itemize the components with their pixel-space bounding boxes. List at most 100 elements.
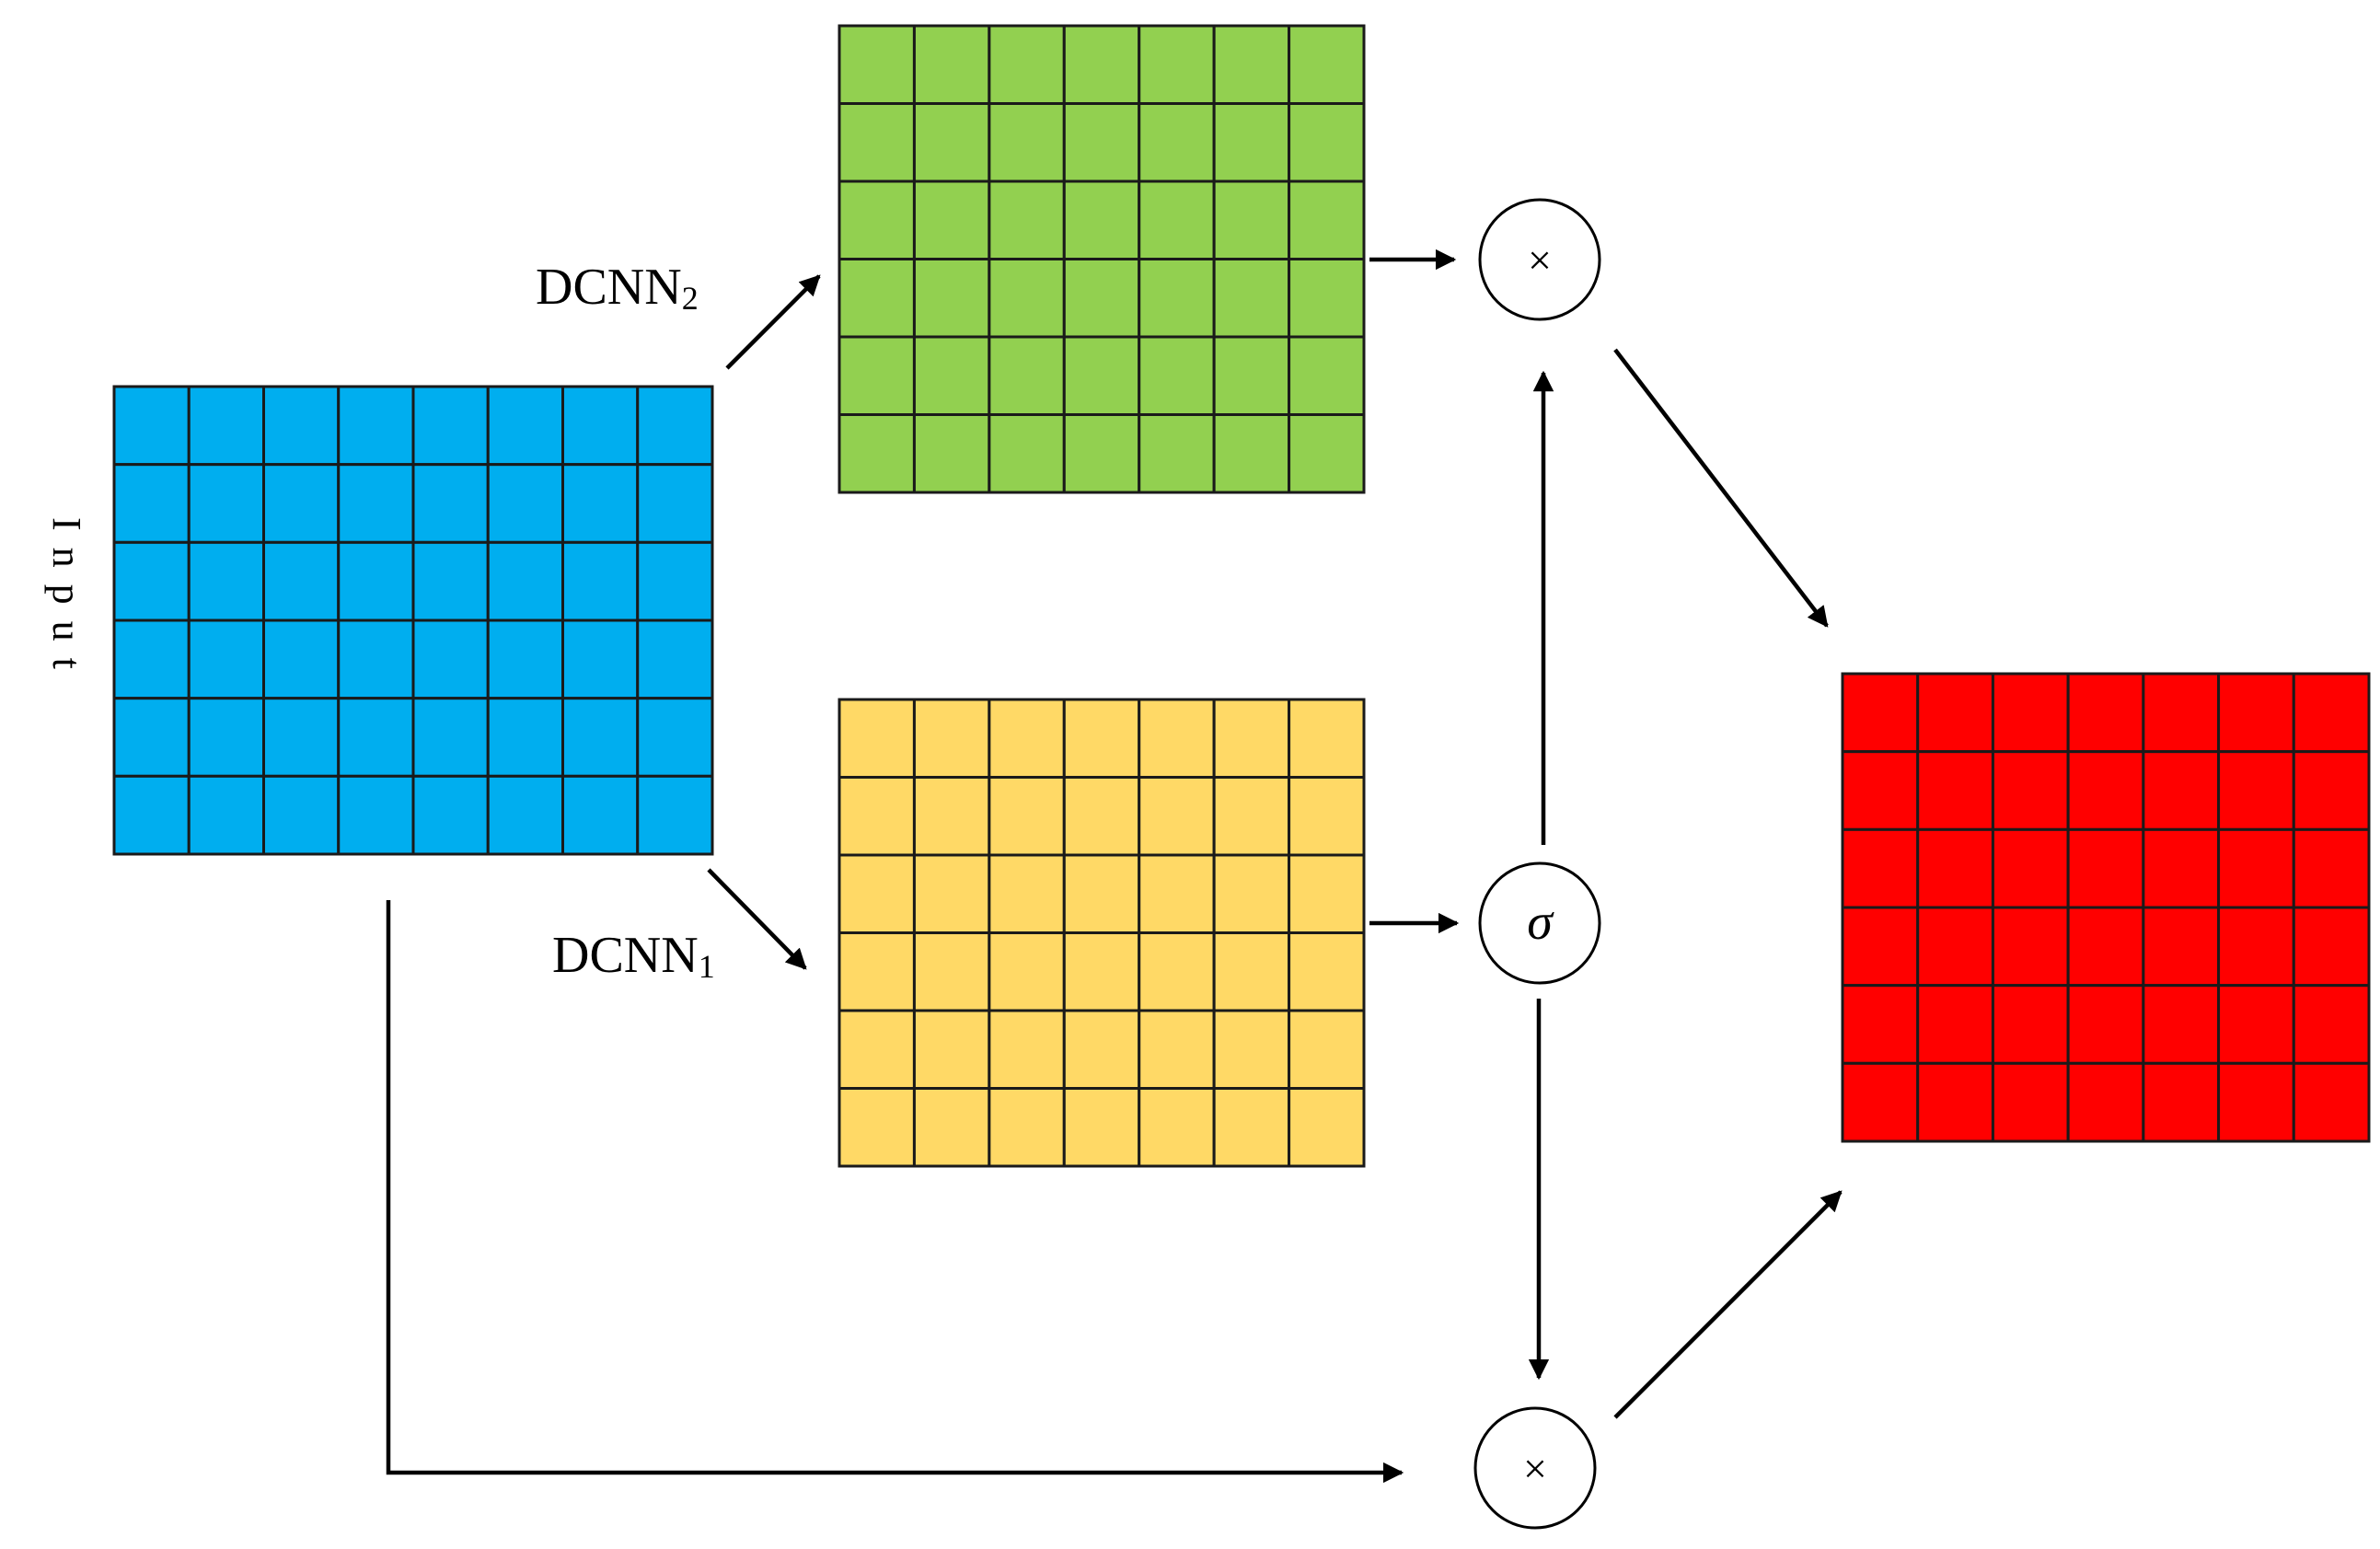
grid-cell <box>838 335 916 416</box>
grid-cell <box>1062 1087 1141 1168</box>
sigmoid-node: σ <box>1478 861 1601 985</box>
grid-cell <box>912 853 991 934</box>
arrow-input-to-dcnn2 <box>725 274 821 370</box>
grid-cell <box>1841 750 1920 831</box>
grid-cell <box>1138 24 1216 105</box>
grid-cell <box>2217 827 2295 909</box>
grid-cell <box>1288 1009 1366 1090</box>
grid-cell <box>838 102 916 183</box>
grid-cell <box>636 463 714 544</box>
grid-cell <box>2142 750 2221 831</box>
grid-cell <box>112 463 191 544</box>
grid-cell <box>1841 827 1920 909</box>
grid-cell <box>561 540 640 622</box>
grid-cell <box>2292 984 2371 1065</box>
grid-cell <box>988 698 1066 779</box>
grid-cell <box>1916 827 1994 909</box>
grid-cell <box>912 24 991 105</box>
grid-cell <box>262 697 341 778</box>
grid-cell <box>112 385 191 467</box>
grid-cell <box>912 179 991 260</box>
grid-cell <box>912 698 991 779</box>
grid-cell <box>838 258 916 339</box>
grid-cell <box>561 697 640 778</box>
grid-cell <box>337 385 415 467</box>
grid-cell <box>1916 984 1994 1065</box>
grid-cell <box>561 618 640 700</box>
input-feature-map <box>112 385 714 856</box>
grid-cell <box>187 774 265 856</box>
grid-cell <box>112 774 191 856</box>
grid-cell <box>262 540 341 622</box>
grid-cell <box>411 697 490 778</box>
grid-cell <box>1212 258 1291 339</box>
grid-cell <box>2066 672 2145 754</box>
grid-cell <box>1288 698 1366 779</box>
grid-cell <box>1062 776 1141 857</box>
grid-cell <box>2292 906 2371 988</box>
grid-cell <box>636 385 714 467</box>
grid-cell <box>1991 827 2070 909</box>
grid-cell <box>1138 776 1216 857</box>
grid-cell <box>2217 984 2295 1065</box>
grid-cell <box>411 463 490 544</box>
grid-cell <box>2292 750 2371 831</box>
grid-cell <box>1841 1061 1920 1143</box>
grid-cell <box>262 618 341 700</box>
grid-cell <box>1062 698 1141 779</box>
grid-cell <box>2142 984 2221 1065</box>
grid-cell <box>262 774 341 856</box>
grid-cell <box>838 1087 916 1168</box>
grid-cell <box>1062 102 1141 183</box>
grid-cell <box>1062 24 1141 105</box>
grid-cell <box>2142 827 2221 909</box>
grid-cell <box>1916 672 1994 754</box>
grid-cell <box>1138 1009 1216 1090</box>
grid-cell <box>262 385 341 467</box>
grid-cell <box>636 540 714 622</box>
grid-cell <box>2066 827 2145 909</box>
grid-cell <box>1288 413 1366 494</box>
grid-cell <box>187 463 265 544</box>
multiply-symbol-top: × <box>1528 237 1552 283</box>
grid-cell <box>838 1009 916 1090</box>
grid-cell <box>1138 258 1216 339</box>
grid-cell <box>187 618 265 700</box>
grid-cell <box>988 413 1066 494</box>
grid-cell <box>2066 1061 2145 1143</box>
grid-cell <box>561 385 640 467</box>
grid-cell <box>636 774 714 856</box>
grid-cell <box>838 413 916 494</box>
grid-cell <box>486 540 564 622</box>
grid-cell <box>1991 750 2070 831</box>
grid-cell <box>1138 102 1216 183</box>
grid-cell <box>838 776 916 857</box>
grid-cell <box>2142 906 2221 988</box>
grid-cell <box>988 776 1066 857</box>
dcnn2-feature-map <box>838 24 1366 494</box>
input-label: Input <box>44 517 89 686</box>
grid-cell <box>988 179 1066 260</box>
grid-cell <box>1138 1087 1216 1168</box>
grid-cell <box>187 385 265 467</box>
grid-cell <box>838 24 916 105</box>
grid-cell <box>1991 1061 2070 1143</box>
grid-cell <box>1212 335 1291 416</box>
dcnn2-label: DCNN2 <box>536 259 699 317</box>
grid-cell <box>1138 179 1216 260</box>
grid-cell <box>1288 24 1366 105</box>
grid-cell <box>337 774 415 856</box>
grid-cell <box>1062 413 1141 494</box>
grid-cell <box>1916 1061 1994 1143</box>
grid-cell <box>2217 1061 2295 1143</box>
grid-cell <box>912 931 991 1012</box>
grid-cell <box>1288 1087 1366 1168</box>
grid-cell <box>337 540 415 622</box>
grid-cell <box>1212 698 1291 779</box>
grid-cell <box>2217 750 2295 831</box>
grid-cell <box>561 463 640 544</box>
sigmoid-symbol: σ <box>1527 894 1554 951</box>
grid-cell <box>1288 931 1366 1012</box>
output-feature-map <box>1841 672 2371 1143</box>
